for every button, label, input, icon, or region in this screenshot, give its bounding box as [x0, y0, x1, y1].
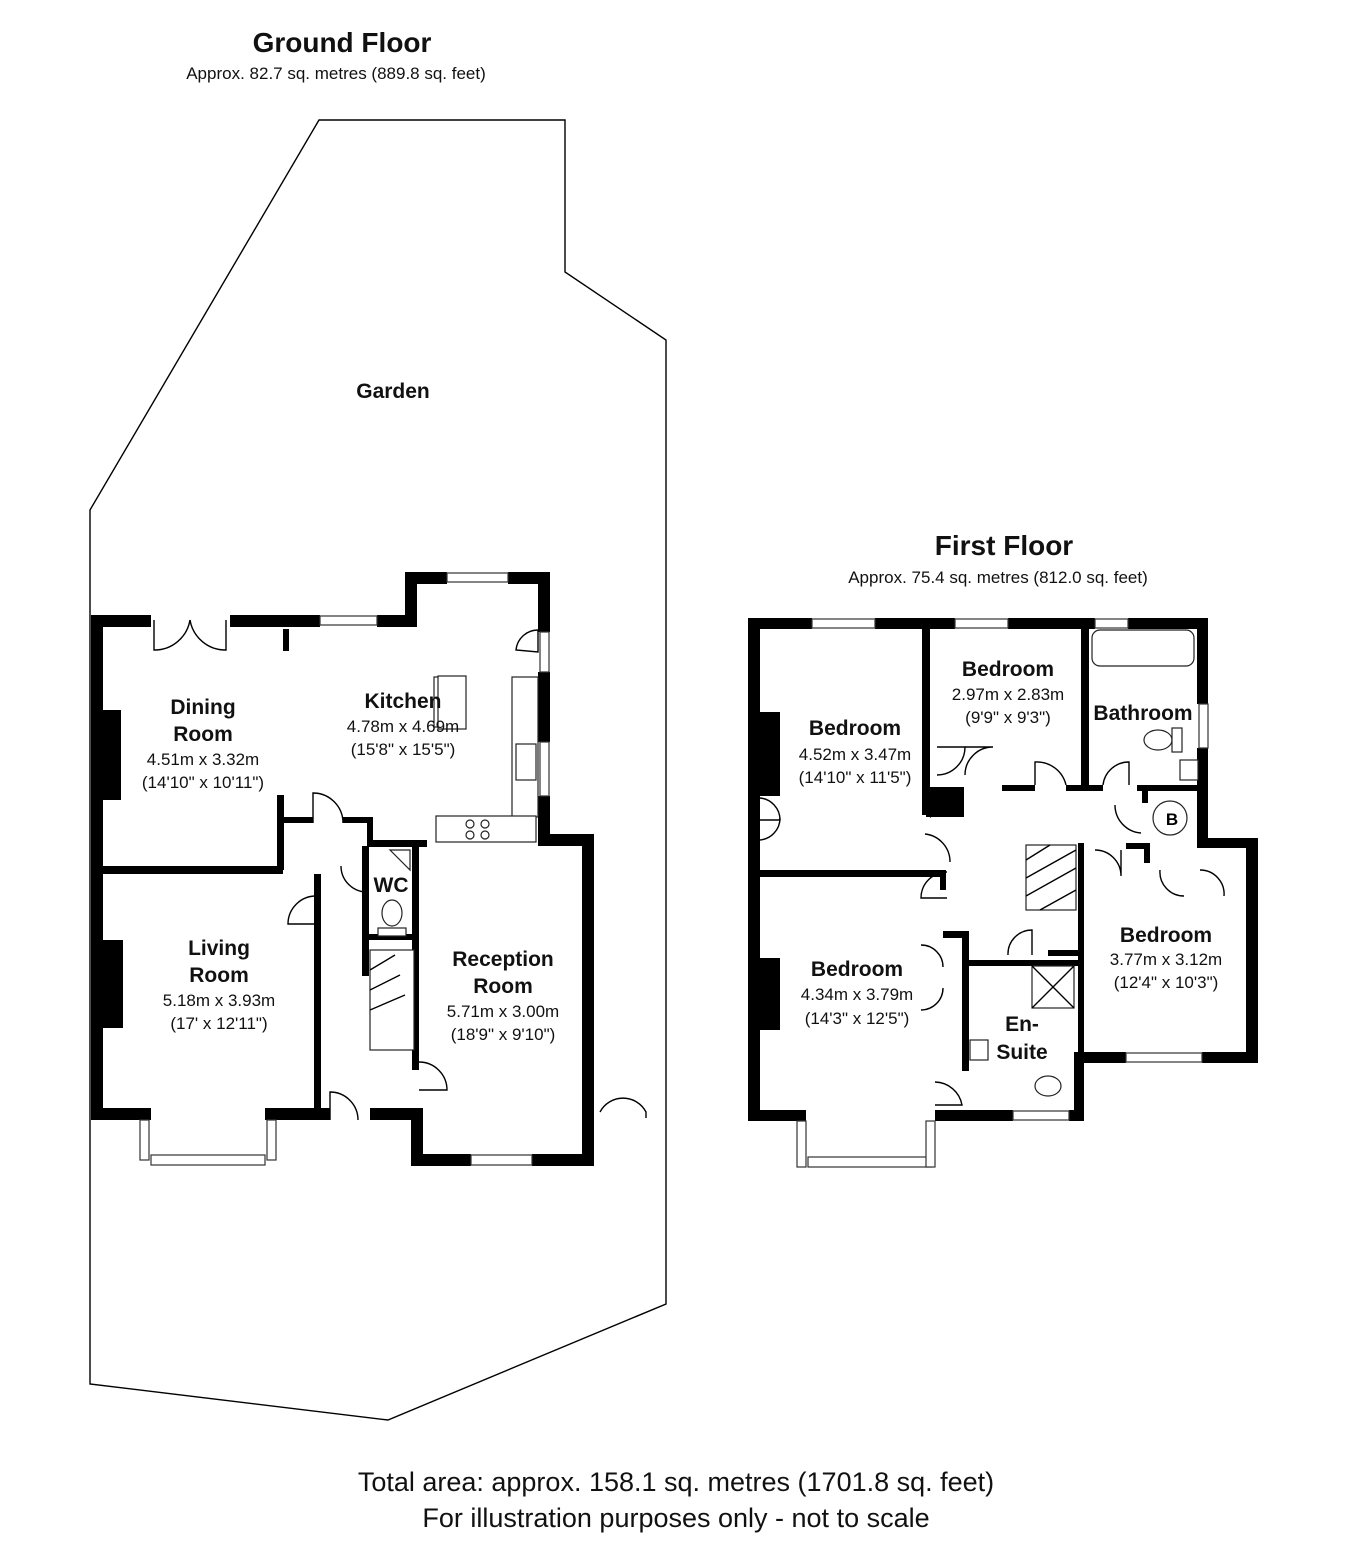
- garden-boundary: [89, 119, 667, 1421]
- ensuite-name-line2: Suite: [996, 1041, 1047, 1064]
- reception-name-line2: Room: [473, 975, 533, 998]
- kitchen-metric: 4.78m x 4.69m: [347, 717, 459, 736]
- first-floor-title: First Floor: [935, 530, 1074, 561]
- room-dining: Dining Room 4.51m x 3.32m (14'10" x 10'1…: [142, 696, 264, 792]
- ground-interior-walls: [101, 629, 427, 1114]
- bedroom2-name: Bedroom: [962, 658, 1054, 681]
- reception-imperial: (18'9" x 9'10"): [451, 1025, 556, 1044]
- room-living: Living Room 5.18m x 3.93m (17' x 12'11"): [163, 937, 275, 1033]
- living-metric: 5.18m x 3.93m: [163, 991, 275, 1010]
- room-bedroom-front-left: Bedroom 4.52m x 3.47m (14'10" x 11'5"): [799, 717, 912, 787]
- dining-name-line2: Room: [173, 723, 233, 746]
- bedroom1-imperial: (14'10" x 11'5"): [799, 768, 912, 787]
- first-floor-plan: First Floor Approx. 75.4 sq. metres (812…: [748, 530, 1258, 1168]
- room-kitchen: Kitchen 4.78m x 4.69m (15'8" x 15'5"): [347, 690, 459, 759]
- bedroom2-metric: 2.97m x 2.83m: [952, 685, 1064, 704]
- bathroom-name: Bathroom: [1093, 702, 1192, 725]
- bedroom3-imperial: (14'3" x 12'5"): [805, 1009, 910, 1028]
- footer: Total area: approx. 158.1 sq. metres (17…: [358, 1467, 994, 1533]
- first-windows: B: [796, 618, 1209, 1168]
- kitchen-name: Kitchen: [364, 690, 441, 713]
- bedroom3-metric: 4.34m x 3.79m: [801, 985, 913, 1004]
- room-wc: WC: [374, 874, 409, 897]
- dining-metric: 4.51m x 3.32m: [147, 750, 259, 769]
- ground-floor-plan: Ground Floor Approx. 82.7 sq. metres (88…: [89, 27, 667, 1421]
- room-bedroom-right: Bedroom 3.77m x 3.12m (12'4" x 10'3"): [1110, 924, 1222, 992]
- room-reception: Reception Room 5.71m x 3.00m (18'9" x 9'…: [447, 948, 559, 1044]
- living-name-line2: Room: [189, 964, 249, 987]
- room-ensuite: En- Suite: [996, 1013, 1047, 1064]
- room-bathroom: Bathroom: [1093, 702, 1192, 725]
- ground-doors: [153, 619, 647, 1121]
- bedroom1-name: Bedroom: [809, 717, 901, 740]
- ground-floor-title: Ground Floor: [253, 27, 432, 58]
- ground-floor-area: Approx. 82.7 sq. metres (889.8 sq. feet): [186, 64, 486, 83]
- bedroom4-imperial: (12'4" x 10'3"): [1114, 973, 1219, 992]
- bedroom4-metric: 3.77m x 3.12m: [1110, 950, 1222, 969]
- living-name-line1: Living: [188, 937, 250, 960]
- garden-label: Garden: [356, 380, 430, 403]
- boiler-label: B: [1166, 810, 1178, 829]
- ensuite-name-line1: En-: [1005, 1013, 1039, 1036]
- first-floor-area: Approx. 75.4 sq. metres (812.0 sq. feet): [848, 568, 1148, 587]
- room-bedroom-small: Bedroom 2.97m x 2.83m (9'9" x 9'3"): [952, 658, 1064, 727]
- first-doors: [759, 746, 1225, 1106]
- kitchen-imperial: (15'8" x 15'5"): [351, 740, 456, 759]
- bedroom1-metric: 4.52m x 3.47m: [799, 745, 911, 764]
- wc-name: WC: [374, 874, 409, 897]
- disclaimer: For illustration purposes only - not to …: [422, 1503, 929, 1533]
- ground-exterior-walls: [91, 572, 594, 1166]
- first-exterior-walls: [748, 618, 1258, 1121]
- reception-name-line1: Reception: [452, 948, 554, 971]
- total-area: Total area: approx. 158.1 sq. metres (17…: [358, 1467, 994, 1497]
- bedroom4-name: Bedroom: [1120, 924, 1212, 947]
- bedroom3-name: Bedroom: [811, 958, 903, 981]
- room-bedroom-bay: Bedroom 4.34m x 3.79m (14'3" x 12'5"): [801, 958, 913, 1028]
- first-interior-walls: [758, 627, 1207, 1071]
- bedroom2-imperial: (9'9" x 9'3"): [965, 708, 1051, 727]
- dining-imperial: (14'10" x 10'11"): [142, 773, 264, 792]
- reception-metric: 5.71m x 3.00m: [447, 1002, 559, 1021]
- dining-name-line1: Dining: [170, 696, 235, 719]
- living-imperial: (17' x 12'11"): [170, 1014, 267, 1033]
- ground-windows: [139, 572, 550, 1166]
